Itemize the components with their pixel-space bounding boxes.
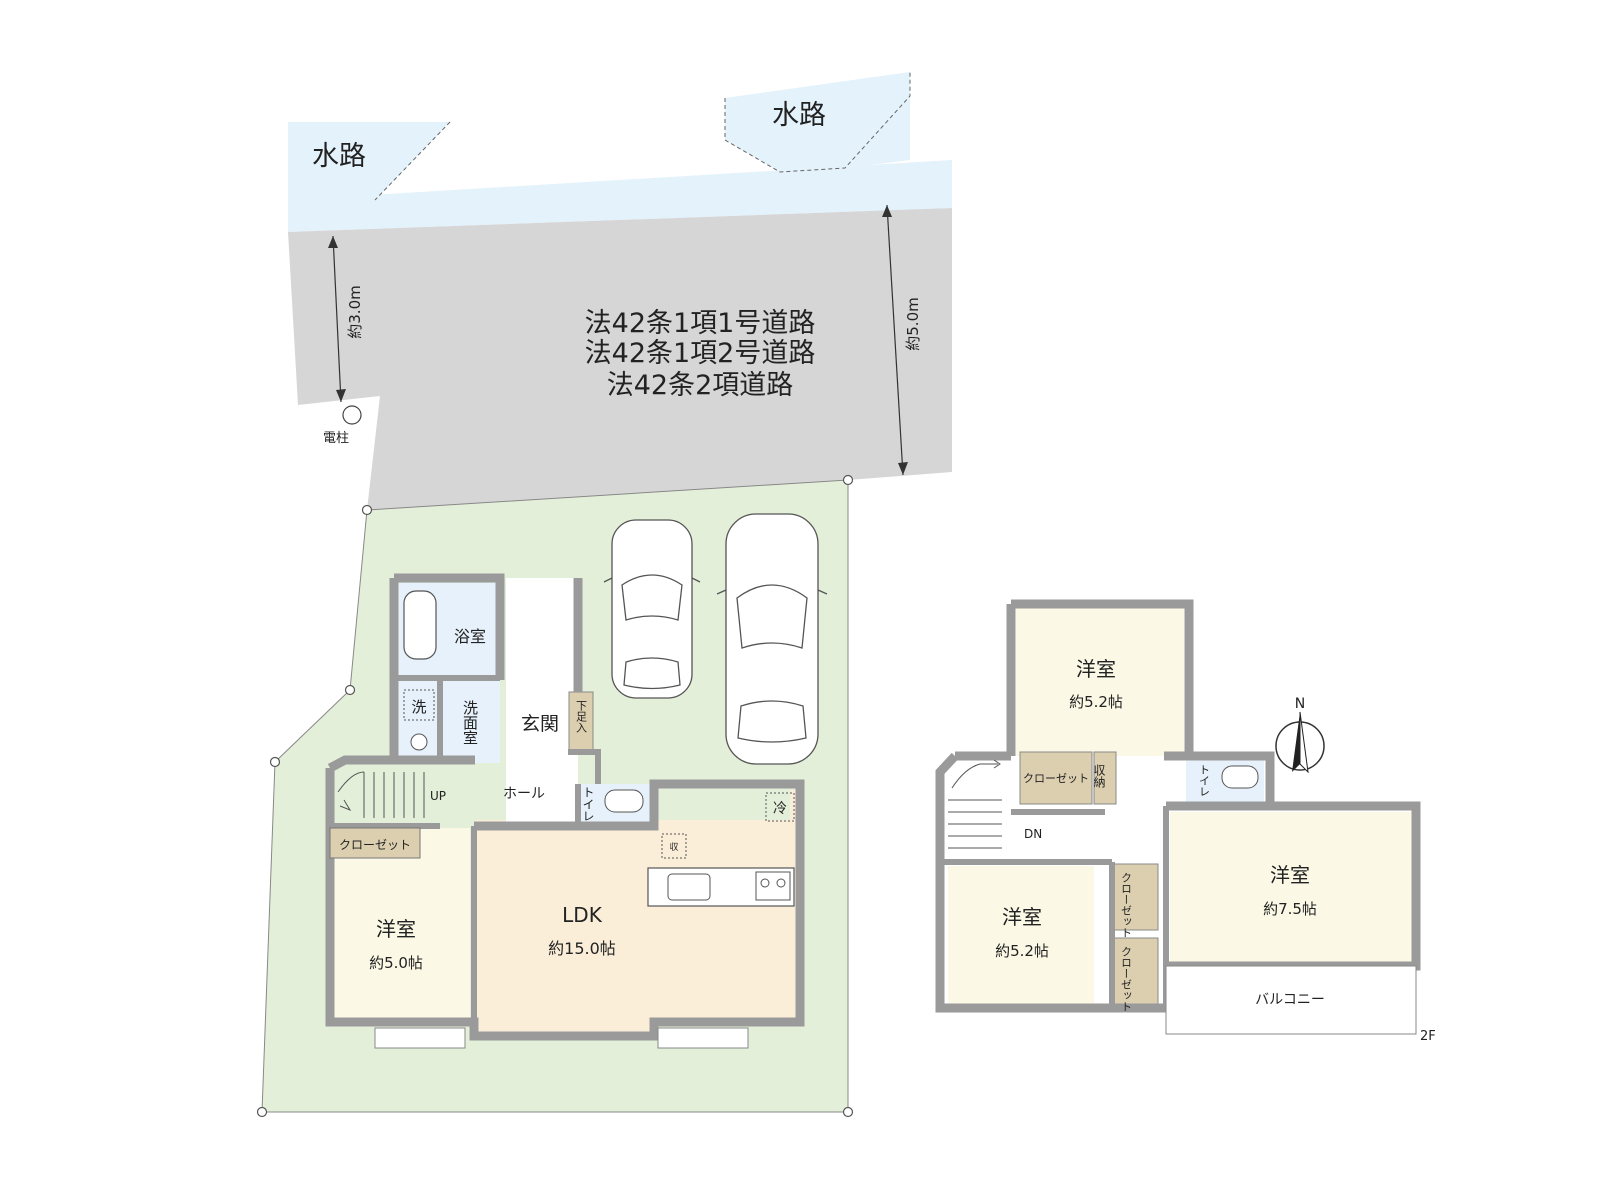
- storage-label-2f: 収納: [1092, 764, 1106, 788]
- hall-label: ホール: [503, 786, 545, 802]
- car-icon-left: [603, 519, 701, 699]
- north-label: N: [1295, 696, 1305, 712]
- balcony: [1165, 965, 1417, 1035]
- waterway-area: [288, 72, 952, 232]
- washer-label: 洗: [411, 698, 426, 716]
- waterway-label-left: 水路: [312, 141, 366, 172]
- closet-b-label-2f: クローゼット: [1120, 946, 1133, 1012]
- pole-label: 電柱: [323, 431, 349, 446]
- floor-label-2f: 2F: [1420, 1029, 1436, 1044]
- western-room-left-label: 洋室: [1002, 905, 1042, 929]
- western-room-top-label: 洋室: [1076, 657, 1116, 681]
- utility-pole-icon: [342, 405, 362, 425]
- road-width-label-right: 約5.0m: [904, 297, 922, 350]
- compass-north-icon: [1275, 711, 1325, 774]
- floor1-stairs: [337, 771, 425, 818]
- road-type-line3: 法42条2項道路: [607, 370, 794, 401]
- washroom-label: 洗面室: [461, 700, 479, 745]
- bath-label: 浴室: [454, 627, 486, 646]
- road-width-dimension-left: [328, 235, 346, 403]
- toilet-icon-1f: [604, 789, 644, 813]
- stairs-up-label: UP: [430, 789, 446, 803]
- western-room-right-size: 約7.5帖: [1263, 900, 1317, 918]
- road-width-label-left: 約3.0m: [346, 285, 364, 338]
- road-width-dimension-right: [882, 204, 908, 476]
- washer-box: [403, 689, 435, 721]
- small-storage-box: [661, 833, 687, 859]
- western-room-size-1f: 約5.0帖: [369, 954, 423, 972]
- closet-a-label-2f: クローゼット: [1120, 872, 1133, 938]
- kitchen-counter: [647, 867, 795, 907]
- closet-label-2f: クローゼット: [1023, 772, 1089, 785]
- floor2-rooms: [948, 608, 1412, 1005]
- road-area: [288, 208, 952, 510]
- closet-1f: [329, 827, 421, 859]
- stairs-down-label: DN: [1024, 827, 1042, 841]
- entrance-label: 玄関: [521, 713, 559, 735]
- fridge-box: [765, 792, 795, 822]
- floor1-rooms: [330, 578, 800, 1032]
- lot-corner-markers: [256, 474, 854, 1118]
- toilet-icon-2f: [1221, 765, 1259, 789]
- balcony-label: バルコニー: [1255, 992, 1325, 1008]
- western-room-top-size: 約5.2帖: [1069, 693, 1123, 711]
- sink-icon: [410, 733, 428, 751]
- shoe-storage-label: 下足入: [575, 700, 588, 733]
- car-icon-right: [716, 513, 828, 765]
- ldk-label: LDK: [562, 903, 603, 927]
- floor1-walls: [325, 573, 805, 1041]
- floor2-stairs: [948, 759, 1002, 849]
- floor1-window-sills: [374, 1027, 749, 1049]
- small-storage-label: 収: [669, 841, 678, 853]
- toilet-label-1f: トイレ: [581, 786, 595, 822]
- western-room-label-1f: 洋室: [376, 917, 416, 941]
- closet-label-1f: クローゼット: [339, 838, 411, 852]
- road-type-line1: 法42条1項1号道路: [585, 308, 816, 339]
- ldk-size: 約15.0帖: [548, 939, 616, 958]
- fridge-label: 冷: [773, 801, 787, 817]
- waterway-label-right: 水路: [772, 100, 826, 131]
- western-room-left-size: 約5.2帖: [995, 942, 1049, 960]
- bathtub-icon: [403, 590, 437, 660]
- toilet-label-2f: トイレ: [1198, 764, 1211, 797]
- road-type-line2: 法42条1項2号道路: [585, 338, 816, 369]
- western-room-right-label: 洋室: [1270, 863, 1310, 887]
